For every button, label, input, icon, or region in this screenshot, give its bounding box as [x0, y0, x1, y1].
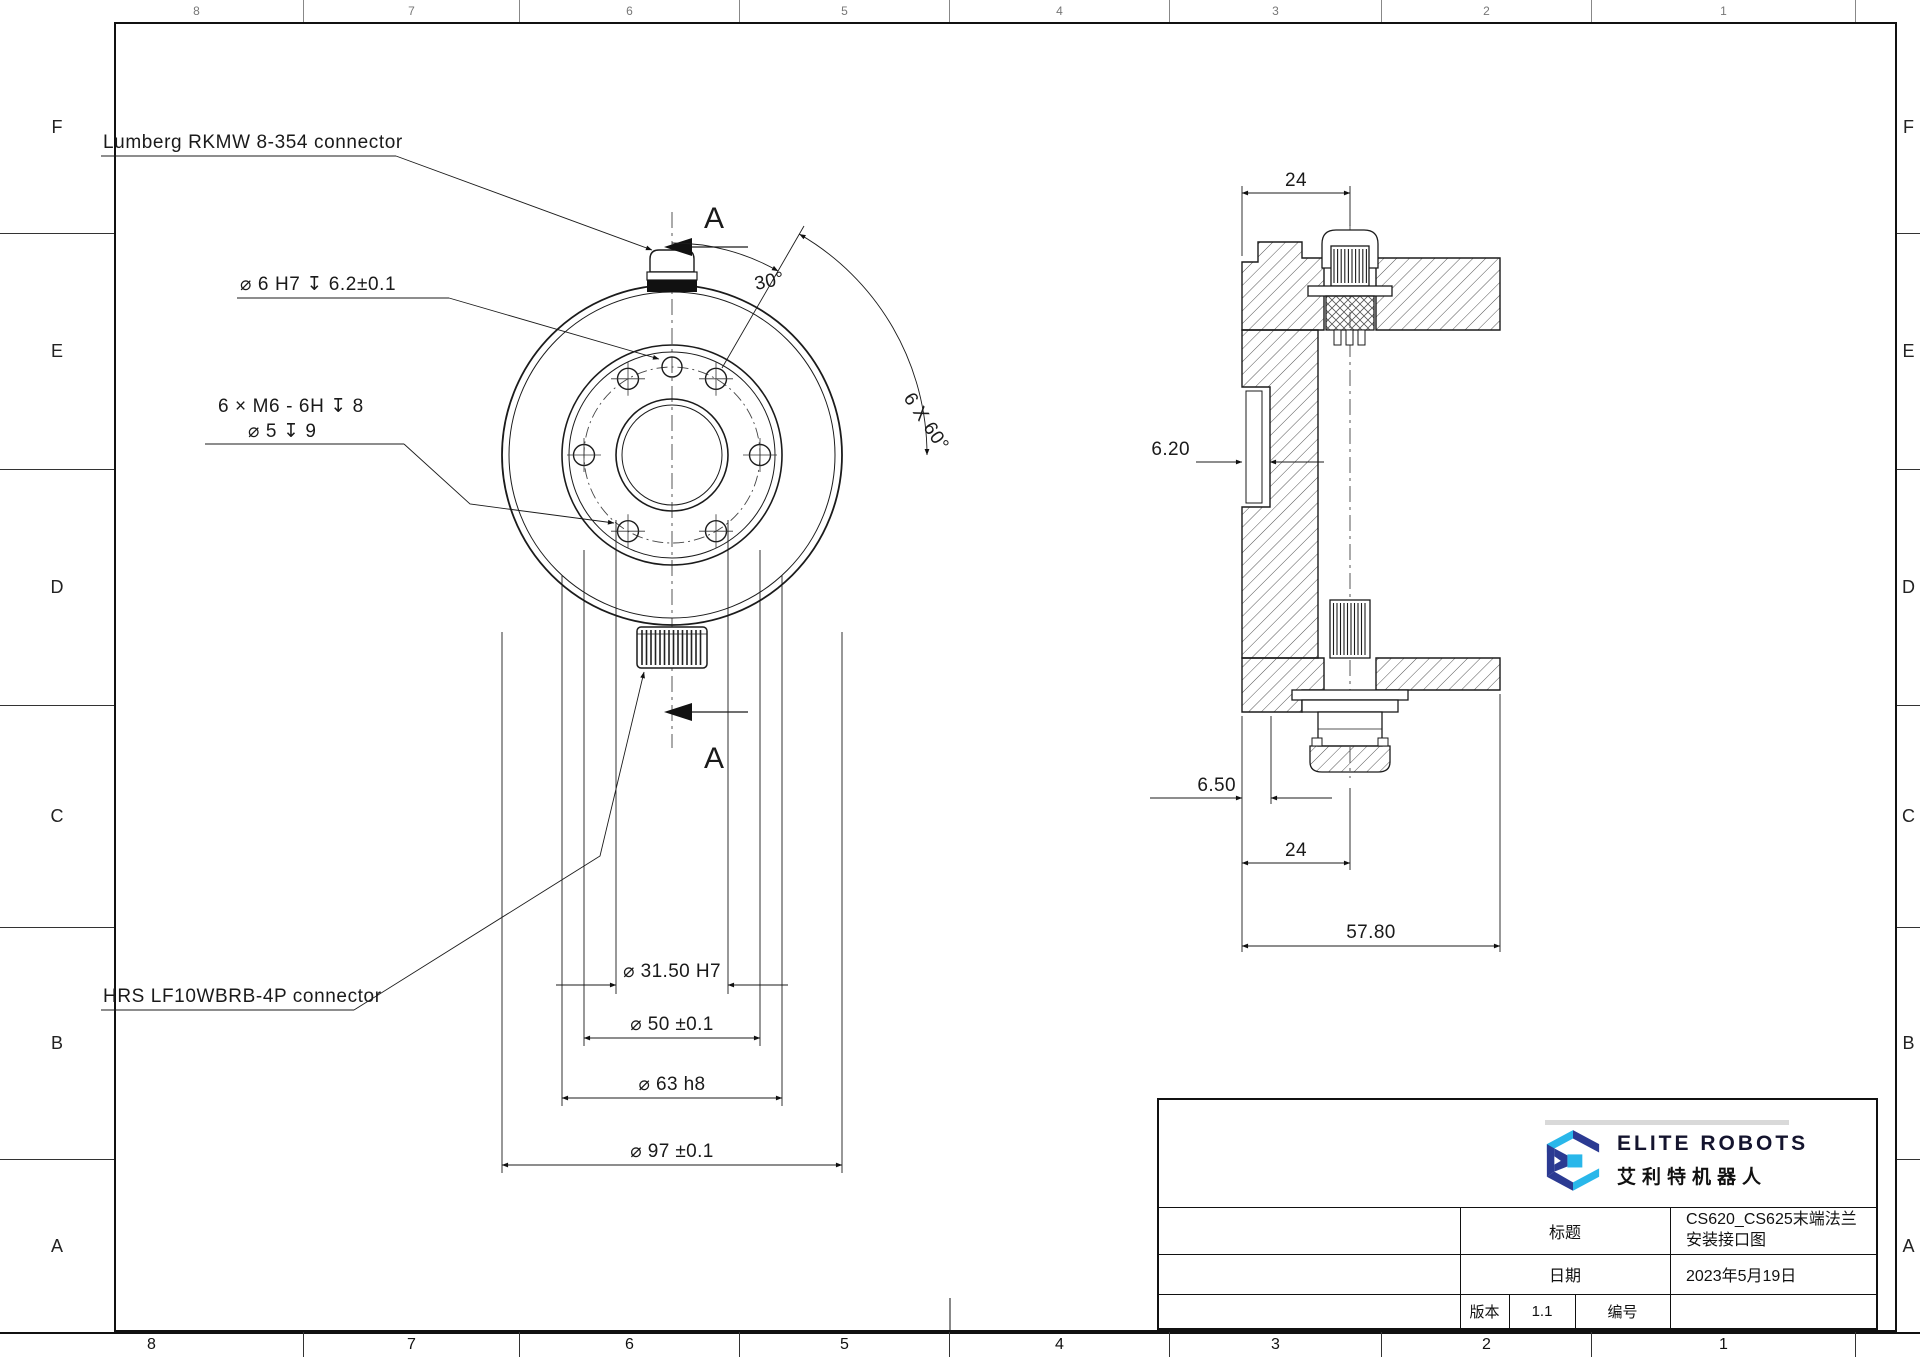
row-label: A: [50, 1235, 63, 1256]
title-value-line1: CS620_CS625末端法兰: [1686, 1210, 1857, 1228]
groove-insert: [1245, 390, 1263, 504]
ruler-label: 8: [90, 0, 304, 22]
dim-step-650: 6.50: [1197, 775, 1236, 796]
dia-50-label: ⌀ 50 ±0.1: [630, 1014, 714, 1035]
dim-groove-620: 6.20: [1151, 439, 1190, 460]
ruler-label: 6: [520, 1332, 740, 1357]
row-label: F: [1897, 22, 1920, 234]
title-value-line2: 安装接口图: [1686, 1231, 1767, 1249]
m6-hole-crosses: [567, 361, 777, 549]
bottom-band-border: [0, 1332, 1920, 1334]
row-label: B: [1897, 928, 1920, 1160]
brand-area: ELITE ROBOTS 艾利特机器人: [1545, 1120, 1845, 1200]
ruler-label: 4: [950, 0, 1170, 22]
ruler-label: 2: [1382, 0, 1592, 22]
row-label: F: [0, 22, 114, 234]
dim-bottom-24: 24: [1285, 840, 1307, 861]
row-label: E: [0, 234, 114, 470]
hrs-connector-front: [636, 626, 708, 669]
row-label: D: [0, 470, 114, 706]
m6-thread-note-line2: ⌀ 5 ↧ 9: [248, 421, 317, 442]
number-value-cell: [1670, 1294, 1880, 1328]
number-label-cell: 编号: [1607, 1303, 1638, 1321]
brand-name-cn: 艾利特机器人: [1617, 1167, 1768, 1188]
dia-31-5-label: ⌀ 31.50 H7: [623, 961, 721, 982]
brand-name-en: ELITE ROBOTS: [1617, 1132, 1809, 1155]
dia-97-label: ⌀ 97 ±0.1: [630, 1141, 714, 1162]
ruler-label: 7: [304, 0, 520, 22]
dia-63-label: ⌀ 63 h8: [638, 1074, 705, 1095]
row-label: D: [1897, 470, 1920, 706]
title-block-line: [1159, 1294, 1876, 1295]
ruler-label: 4: [950, 1332, 1170, 1357]
row-label: B: [0, 928, 114, 1160]
hrs-connector-section: [1291, 599, 1409, 773]
note-leaders: [101, 155, 660, 1011]
lumberg-note: Lumberg RKMW 8-354 connector: [103, 132, 403, 153]
section-label-bottom: A: [704, 742, 724, 775]
angle-dim-30: [671, 225, 805, 369]
title-block: ELITE ROBOTS 艾利特机器人 标题 CS620_CS625末端法兰 安…: [1157, 1098, 1878, 1330]
angle-dim-60: [799, 233, 930, 456]
m6-thread-note-line1: 6 × M6 - 6H ↧ 8: [218, 396, 364, 417]
logo-underline-bar: [1545, 1120, 1789, 1125]
diameter-dims: [501, 520, 843, 1173]
title-value-cell: CS620_CS625末端法兰 安装接口图: [1686, 1207, 1880, 1254]
pin-hole-note: ⌀ 6 H7 ↧ 6.2±0.1: [240, 274, 396, 295]
title-block-line: [1159, 1207, 1876, 1208]
title-block-line: [1159, 1254, 1876, 1255]
title-block-line: [1460, 1207, 1461, 1328]
date-label-cell: 日期: [1548, 1268, 1581, 1285]
angle-30-label: 30°: [753, 268, 787, 295]
front-view: A A 30° 6 X 60°: [101, 132, 953, 1173]
ruler-label: 8: [0, 1332, 304, 1357]
ruler-label: 1: [1592, 1332, 1856, 1357]
ruler-label: 3: [1170, 0, 1382, 22]
lumberg-connector-section: [1307, 229, 1393, 346]
row-label: A: [1902, 1235, 1915, 1256]
ruler-label: 2: [1382, 1332, 1592, 1357]
version-label-cell: 版本: [1469, 1303, 1500, 1321]
elite-robots-logo: [1546, 1130, 1600, 1191]
ruler-label: 7: [304, 1332, 520, 1357]
section-view: 24 6.20 6.50 24 57.80: [1150, 170, 1501, 952]
row-label: E: [1897, 234, 1920, 470]
ruler-label: 1: [1592, 0, 1856, 22]
row-label: C: [1897, 706, 1920, 928]
section-dims: [1150, 186, 1501, 952]
pin-hole: [661, 356, 683, 378]
title-block-line: [1670, 1207, 1671, 1328]
dim-top-24: 24: [1285, 170, 1307, 191]
section-label-top: A: [704, 202, 724, 235]
ruler-label: 5: [740, 1332, 950, 1357]
section-body: [1241, 241, 1501, 713]
hrs-note: HRS LF10WBRB-4P connector: [103, 986, 382, 1007]
lumberg-connector-front: [646, 249, 698, 292]
angle-60-label: 6 X 60°: [899, 389, 953, 455]
sheet-border: [114, 22, 1897, 1332]
ruler-label: 5: [740, 0, 950, 22]
title-label-cell: 标题: [1548, 1224, 1581, 1242]
ruler-label: 6: [520, 0, 740, 22]
row-label: C: [0, 706, 114, 928]
dim-width-5780: 57.80: [1346, 922, 1396, 943]
version-value-cell: 1.1: [1531, 1302, 1553, 1320]
title-block-line: [1509, 1294, 1510, 1328]
date-value-cell: 2023年5月19日: [1686, 1268, 1797, 1285]
ruler-label: 3: [1170, 1332, 1382, 1357]
title-block-line: [1575, 1294, 1576, 1328]
